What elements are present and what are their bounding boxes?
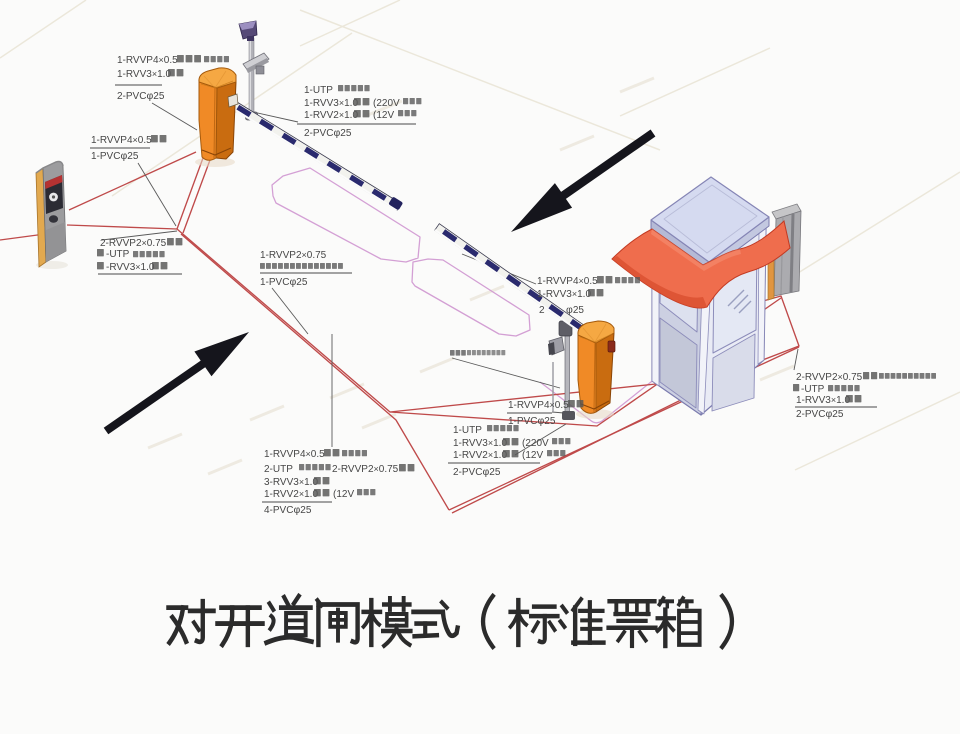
svg-text:1-PVCφ25: 1-PVCφ25 (508, 415, 556, 427)
svg-text:1-UTP: 1-UTP (453, 425, 482, 436)
svg-text:2-RVVP2×0.75: 2-RVVP2×0.75 (332, 464, 399, 475)
svg-text:2-PVCφ25: 2-PVCφ25 (117, 90, 165, 102)
svg-text:1-RVV3×1.0: 1-RVV3×1.0 (117, 69, 171, 80)
svg-text:2-PVCφ25: 2-PVCφ25 (796, 408, 844, 420)
svg-text:1-PVCφ25: 1-PVCφ25 (91, 150, 139, 162)
svg-text:4-PVCφ25: 4-PVCφ25 (264, 504, 312, 516)
svg-text:1-RVVP4×0.5: 1-RVVP4×0.5 (508, 400, 569, 411)
svg-text:2-PVCφ25: 2-PVCφ25 (304, 127, 352, 139)
svg-text:(12V: (12V (333, 489, 354, 500)
svg-text:1-RVVP4×0.5: 1-RVVP4×0.5 (91, 135, 152, 146)
svg-text:2-RVVP2×0.75: 2-RVVP2×0.75 (796, 372, 863, 383)
svg-text:1-RVV2×1.0: 1-RVV2×1.0 (453, 450, 507, 461)
svg-text:(12V: (12V (373, 110, 394, 121)
svg-text:1-RVVP4×0.5: 1-RVVP4×0.5 (264, 449, 325, 460)
svg-text:1-RVVP4×0.5: 1-RVVP4×0.5 (117, 55, 178, 66)
svg-text:3-RVV3×1.0: 3-RVV3×1.0 (264, 477, 318, 488)
svg-text:2: 2 (539, 305, 545, 316)
svg-text:1-PVCφ25: 1-PVCφ25 (260, 276, 308, 288)
svg-text:-UTP: -UTP (801, 384, 825, 395)
svg-text:1-RVV3×1.0: 1-RVV3×1.0 (537, 289, 591, 300)
svg-text:1-RVV2×1.0: 1-RVV2×1.0 (304, 110, 358, 121)
svg-text:φ25: φ25 (566, 304, 584, 316)
svg-text:2-PVCφ25: 2-PVCφ25 (453, 466, 501, 478)
svg-text:(220V: (220V (522, 438, 549, 449)
svg-text:1-RVV2×1.0: 1-RVV2×1.0 (264, 489, 318, 500)
svg-text:1-UTP: 1-UTP (304, 85, 333, 96)
svg-text:1-RVVP4×0.5: 1-RVVP4×0.5 (537, 276, 598, 287)
svg-text:2-RVVP2×0.75: 2-RVVP2×0.75 (100, 238, 167, 249)
svg-text:(12V: (12V (522, 450, 543, 461)
svg-text:-UTP: -UTP (106, 249, 130, 260)
svg-text:1-RVV3×1.0: 1-RVV3×1.0 (796, 395, 850, 406)
svg-text:(220V: (220V (373, 98, 400, 109)
svg-text:1-RVV3×1.0: 1-RVV3×1.0 (304, 98, 358, 109)
svg-text:1-RVVP2×0.75: 1-RVVP2×0.75 (260, 250, 327, 261)
svg-text:1-RVV3×1.0: 1-RVV3×1.0 (453, 438, 507, 449)
svg-text:2-UTP: 2-UTP (264, 464, 293, 475)
svg-text:-RVV3×1.0: -RVV3×1.0 (106, 262, 155, 273)
